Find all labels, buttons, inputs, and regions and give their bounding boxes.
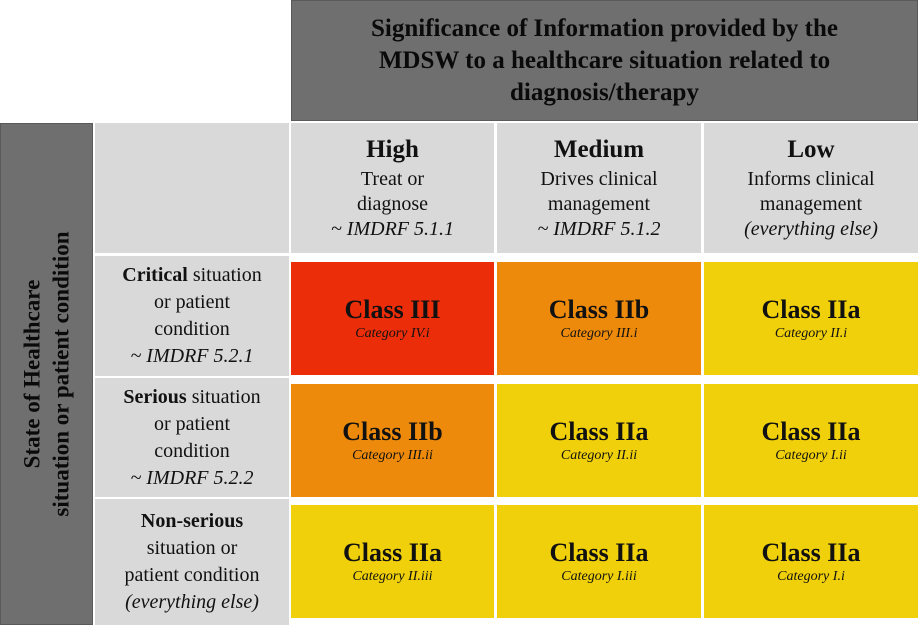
category-label: Category I.i: [777, 568, 845, 584]
category-label: Category II.i: [774, 325, 848, 341]
column-title: Medium: [553, 135, 645, 163]
column-header-low: Low Informs clinical management (everyth…: [704, 123, 918, 253]
row-header-serious: Serious situation or patient condition ~…: [95, 378, 289, 497]
column-desc-line1: Treat or: [360, 167, 425, 190]
cell-critical-medium: Class IIb Category III.i: [497, 262, 701, 375]
column-reference: ~ IMDRF 5.1.1: [330, 217, 455, 240]
row-header-reference: ~ IMDRF 5.2.1: [130, 345, 254, 367]
class-label: Class IIa: [761, 537, 861, 567]
column-header-medium: Medium Drives clinical management ~ IMDR…: [497, 123, 701, 253]
corner-cell: [95, 123, 289, 253]
healthcare-state-header: State of Healthcare situation or patient…: [0, 123, 93, 625]
row-header-line1: Serious situation: [123, 384, 260, 411]
row-header-reference: (everything else): [125, 591, 259, 613]
category-label: Category III.ii: [352, 447, 433, 463]
row-header-line2: or patient: [153, 412, 231, 435]
column-desc-line1: Drives clinical: [540, 167, 658, 190]
row-header-line2: or patient: [153, 291, 231, 313]
cell-serious-low: Class IIa Category I.ii: [704, 384, 918, 497]
healthcare-state-header-line2: situation or patient condition: [48, 231, 74, 517]
cell-non-serious-medium: Class IIa Category I.iii: [497, 505, 701, 618]
class-label: Class IIb: [342, 416, 443, 446]
cell-serious-medium: Class IIa Category II.ii: [497, 384, 701, 497]
row-header-line3: condition: [154, 318, 230, 340]
row-header-rest: situation: [187, 264, 262, 286]
column-reference: ~ IMDRF 5.1.2: [537, 217, 661, 240]
category-label: Category IV.i: [355, 325, 430, 341]
class-label: Class III: [344, 294, 441, 324]
cell-non-serious-high: Class IIa Category II.iii: [291, 505, 494, 618]
row-header-line3: condition: [154, 439, 230, 462]
healthcare-state-header-line1: State of Healthcare: [19, 279, 45, 469]
row-header-reference: ~ IMDRF 5.2.2: [130, 466, 254, 489]
significance-header: Significance of Information provided by …: [291, 0, 918, 121]
column-title: Low: [787, 135, 835, 163]
category-label: Category I.ii: [775, 447, 847, 463]
category-label: Category II.ii: [560, 447, 638, 463]
class-label: Class IIa: [761, 416, 861, 446]
class-label: Class IIa: [549, 537, 649, 567]
significance-header-line2: MDSW to a healthcare situation related t…: [378, 46, 831, 74]
significance-header-line1: Significance of Information provided by …: [371, 14, 838, 42]
cell-non-serious-low: Class IIa Category I.i: [704, 505, 918, 618]
column-reference: (everything else): [744, 217, 878, 240]
row-header-bold: Non-serious: [140, 510, 244, 532]
column-desc-line1: Informs clinical: [747, 167, 875, 190]
class-label: Class IIa: [549, 416, 649, 446]
class-label: Class IIa: [343, 537, 442, 567]
cell-serious-high: Class IIb Category III.ii: [291, 384, 494, 497]
row-header-line1: Critical situation: [122, 262, 261, 289]
row-header-critical: Critical situation or patient condition …: [95, 256, 289, 376]
cell-critical-high: Class III Category IV.i: [291, 262, 494, 375]
row-header-bold: Critical: [122, 264, 188, 286]
column-title: High: [366, 135, 419, 163]
significance-header-line3: diagnosis/therapy: [510, 78, 699, 106]
column-desc-line2: management: [547, 192, 651, 215]
column-desc-line2: diagnose: [356, 192, 429, 215]
column-desc-line2: management: [759, 192, 863, 215]
row-header-line1: Non-serious: [141, 508, 243, 535]
category-label: Category II.iii: [352, 568, 433, 584]
class-label: Class IIb: [548, 294, 650, 324]
row-header-non-serious: Non-serious situation or patient conditi…: [95, 499, 289, 625]
row-header-rest: situation: [186, 385, 261, 408]
cell-critical-low: Class IIa Category II.i: [704, 262, 918, 375]
category-label: Category I.iii: [561, 568, 637, 584]
row-header-bold: Serious: [123, 385, 187, 408]
class-label: Class IIa: [761, 294, 861, 324]
row-header-line2: situation or: [146, 537, 238, 559]
column-header-high: High Treat or diagnose ~ IMDRF 5.1.1: [291, 123, 494, 253]
category-label: Category III.i: [560, 325, 638, 341]
row-header-line3: patient condition: [124, 564, 260, 586]
